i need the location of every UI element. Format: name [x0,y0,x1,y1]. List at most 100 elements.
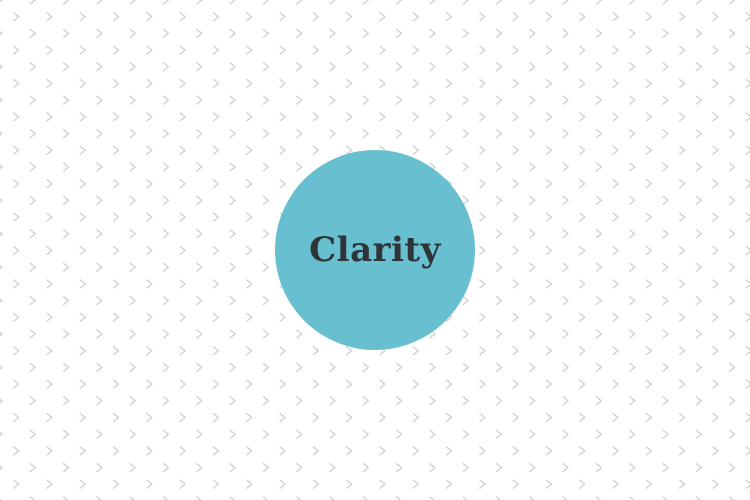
chevron-right-icon [512,212,519,222]
chevron-right-icon [262,362,270,373]
chevron-right-icon [745,112,750,122]
chevron-right-icon [728,462,736,473]
chevron-right-icon [429,396,436,406]
chevron-right-icon [645,179,652,189]
chevron-right-icon [312,379,319,389]
chevron-right-icon [179,145,186,155]
chevron-right-icon [695,462,702,473]
chevron-right-icon [196,262,203,272]
chevron-right-icon [529,229,536,239]
chevron-right-icon [312,45,319,55]
chevron-right-icon [728,496,735,500]
chevron-right-icon [712,45,719,55]
chevron-right-icon [312,446,319,456]
chevron-right-icon [629,329,636,339]
chevron-right-icon [179,412,186,423]
chevron-right-icon [46,279,53,289]
chevron-right-icon [212,45,220,55]
chevron-right-icon [629,262,636,272]
chevron-right-icon [595,0,603,5]
chevron-right-icon [0,364,3,370]
chevron-right-icon [296,396,303,406]
chevron-right-icon [96,195,103,206]
chevron-right-icon [246,279,253,289]
chevron-right-icon [579,12,586,22]
chevron-right-icon [229,128,236,139]
chevron-right-icon [279,145,286,155]
chevron-right-icon [695,429,702,439]
chevron-right-icon [246,312,253,322]
chevron-right-icon [212,212,220,222]
chevron-right-icon [112,479,120,489]
chevron-right-icon [146,212,153,222]
chevron-right-icon [196,128,203,139]
chevron-right-icon [495,62,503,72]
chevron-right-icon [62,295,70,306]
chevron-right-icon [112,245,120,256]
chevron-right-icon [395,362,403,373]
chevron-right-icon [395,429,403,439]
chevron-right-icon [595,62,603,72]
chevron-right-icon [612,245,619,256]
chevron-right-icon [512,45,519,55]
chevron-right-icon [112,179,120,189]
chevron-right-icon [279,112,286,122]
chevron-right-icon [296,128,303,139]
chevron-right-icon [545,12,553,22]
chevron-right-icon [529,62,536,72]
chevron-right-icon [129,396,136,406]
chevron-right-icon [612,145,619,155]
chevron-right-icon [29,162,36,172]
chevron-right-icon [0,30,3,36]
chevron-right-icon [29,28,36,39]
chevron-right-icon [346,45,353,55]
chevron-right-icon [379,479,386,489]
chevron-right-icon [196,429,203,439]
chevron-right-icon [112,78,120,89]
chevron-right-icon [112,412,120,423]
chevron-right-icon [479,412,486,423]
chevron-right-icon [412,479,419,489]
chevron-right-icon [695,0,702,5]
chevron-right-icon [13,279,20,289]
chevron-right-icon [545,245,553,256]
chevron-right-icon [629,162,636,172]
chevron-right-icon [645,412,652,423]
chevron-right-icon [362,362,369,373]
chevron-right-icon [662,362,669,373]
chevron-right-icon [62,62,70,72]
chevron-right-icon [129,462,136,473]
chevron-right-icon [0,331,3,337]
chevron-right-icon [329,62,336,72]
chevron-right-icon [529,329,536,339]
chevron-right-icon [79,12,86,22]
chevron-right-icon [529,496,535,500]
chevron-right-icon [96,496,102,500]
chevron-right-icon [96,128,103,139]
chevron-right-icon [695,396,702,406]
chevron-right-icon [179,78,186,89]
chevron-right-icon [495,128,503,139]
chevron-right-icon [262,0,270,5]
chevron-right-icon [495,429,503,439]
chevron-right-icon [512,412,519,423]
chevron-right-icon [13,479,20,489]
chevron-right-icon [579,212,586,222]
chevron-right-icon [129,0,136,5]
chevron-right-icon [312,346,319,356]
chevron-right-icon [662,62,669,72]
chevron-right-icon [0,0,3,3]
chevron-right-icon [29,329,36,339]
chevron-right-icon [479,479,486,489]
chevron-right-icon [212,312,220,322]
chevron-right-icon [412,12,419,22]
chevron-right-icon [129,128,136,139]
chevron-right-icon [745,179,750,189]
chevron-right-icon [479,78,486,89]
chevron-right-icon [679,78,686,89]
chevron-right-icon [0,197,3,203]
chevron-right-icon [46,78,53,89]
chevron-right-icon [262,28,270,39]
chevron-right-icon [79,312,86,322]
chevron-right-icon [529,295,536,306]
